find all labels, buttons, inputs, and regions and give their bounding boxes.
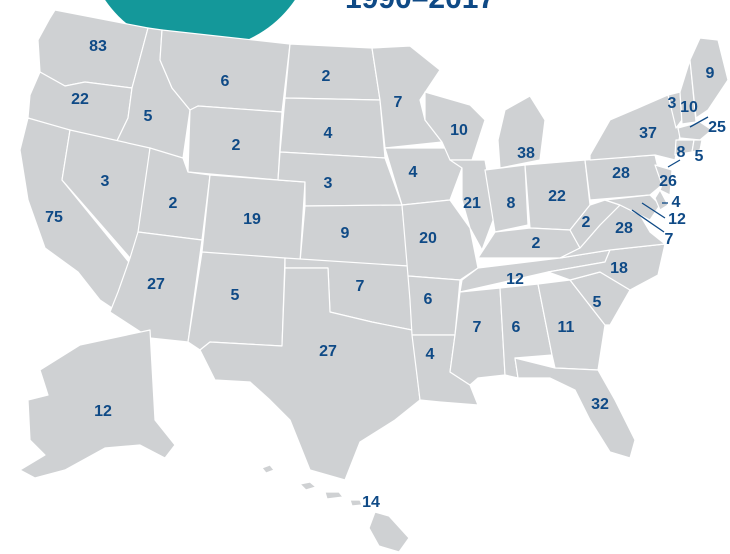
label-ks: 9 (341, 225, 350, 242)
label-mn: 7 (394, 94, 403, 111)
label-tn: 12 (506, 271, 524, 288)
state-nj[interactable] (654, 164, 673, 196)
label-ca: 75 (45, 209, 63, 226)
label-nh: 10 (680, 99, 698, 116)
label-sd: 4 (324, 125, 333, 142)
label-ar: 6 (424, 291, 433, 308)
state-il[interactable] (449, 159, 496, 251)
label-il: 21 (463, 195, 481, 212)
label-id: 5 (144, 108, 153, 125)
label-sc: 5 (593, 294, 602, 311)
label-ct: 8 (677, 144, 686, 161)
state-mi[interactable] (497, 95, 546, 169)
label-mt: 6 (221, 73, 230, 90)
label-va: 28 (615, 220, 633, 237)
label-oh: 22 (548, 188, 566, 205)
state-ia[interactable] (384, 147, 463, 206)
label-ia: 4 (409, 164, 418, 181)
label-ky: 2 (532, 235, 541, 252)
label-nj: 26 (659, 173, 677, 190)
label-la: 4 (426, 346, 435, 363)
label-nv: 3 (101, 173, 110, 190)
label-vt: 3 (668, 95, 677, 112)
state-ms[interactable] (449, 287, 506, 386)
state-ar[interactable] (407, 275, 461, 336)
label-ri: 5 (695, 148, 704, 165)
label-co: 19 (243, 211, 261, 228)
label-pa: 28 (612, 165, 630, 182)
state-tx[interactable] (199, 267, 421, 481)
label-me: 9 (706, 65, 715, 82)
state-me[interactable] (689, 37, 729, 119)
label-mo: 20 (419, 230, 437, 247)
state-fl[interactable] (514, 357, 636, 459)
label-wi: 10 (450, 122, 468, 139)
state-in[interactable] (484, 164, 529, 233)
state-ky[interactable] (477, 227, 581, 259)
state-nc[interactable] (547, 243, 666, 291)
label-de: 4 (672, 194, 681, 211)
label-ms: 7 (473, 319, 482, 336)
label-nc: 18 (610, 260, 628, 277)
label-al: 6 (512, 319, 521, 336)
state-wy[interactable] (187, 105, 283, 181)
map-title: 1990–2017 (345, 0, 495, 15)
state-ak[interactable] (19, 329, 176, 479)
label-ma: 25 (708, 119, 726, 136)
state-md[interactable] (604, 194, 661, 221)
label-or: 22 (71, 91, 89, 108)
label-ut: 2 (169, 195, 178, 212)
state-nd[interactable] (284, 43, 381, 101)
leader-nj (667, 159, 681, 168)
state-sd[interactable] (279, 97, 386, 159)
label-fl: 32 (591, 396, 609, 413)
label-ak: 12 (94, 403, 112, 420)
label-ga: 11 (558, 319, 575, 336)
state-ks[interactable] (299, 204, 409, 267)
label-ok: 7 (356, 278, 365, 295)
label-in: 8 (507, 195, 516, 212)
state-de[interactable] (654, 189, 669, 211)
label-dc: 7 (665, 231, 674, 248)
state-nh[interactable] (679, 59, 697, 125)
label-hi: 14 (362, 494, 380, 511)
label-wa: 83 (89, 38, 107, 55)
label-md: 12 (668, 211, 686, 228)
label-tx: 27 (319, 343, 337, 360)
state-ri[interactable] (691, 139, 703, 153)
leader-ma (689, 116, 709, 128)
state-ny[interactable] (589, 94, 681, 161)
label-wy: 2 (232, 137, 241, 154)
leader-dc (631, 209, 665, 233)
label-nm: 5 (231, 287, 240, 304)
label-ny: 37 (639, 125, 657, 142)
leader-md (641, 202, 666, 219)
label-mi: 38 (517, 145, 535, 162)
label-ne: 3 (324, 175, 333, 192)
label-wv: 2 (582, 214, 591, 231)
label-az: 27 (147, 276, 165, 293)
label-nd: 2 (322, 68, 331, 85)
state-hi[interactable] (261, 464, 410, 553)
state-az[interactable] (109, 231, 203, 343)
